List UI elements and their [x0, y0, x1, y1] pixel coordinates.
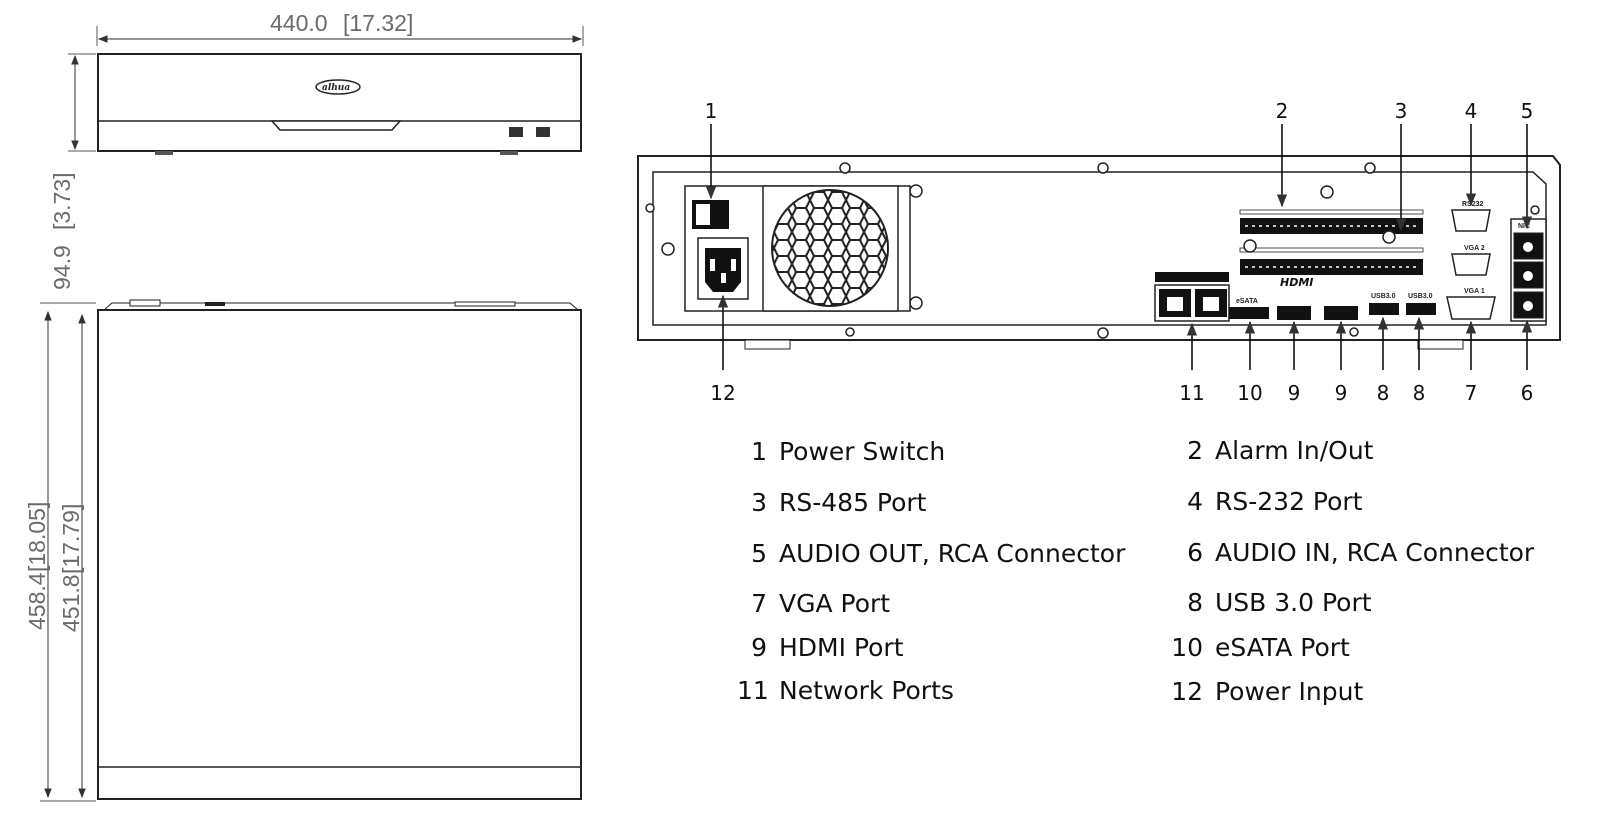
vga1-port [1446, 296, 1496, 320]
brand-logo [315, 79, 361, 95]
top-view: 458.4 [18.05] 451.8 [17.79] [24, 299, 582, 802]
depth-outer-dimension-inches: [18.05] [24, 502, 50, 572]
callout-4: 4 [1465, 99, 1478, 123]
vga1-label: VGA 1 [1464, 288, 1485, 295]
usb-port-2 [1406, 303, 1436, 315]
front-bezel-notch [270, 120, 402, 131]
top-panel [97, 309, 582, 800]
callout-8b: 8 [1413, 381, 1426, 405]
rs232-port [1451, 209, 1491, 232]
depth-inner-dimension-inches: [17.79] [58, 504, 84, 574]
height-dimension: 94.9 [49, 245, 75, 290]
callout-7: 7 [1465, 381, 1478, 405]
vga2-label: VGA 2 [1464, 245, 1485, 252]
usb-port-1 [1369, 303, 1399, 315]
width-dimension-inches: [17.32] [343, 10, 413, 36]
depth-inner-dimension: 451.8 [58, 574, 84, 632]
esata-port [1229, 307, 1269, 319]
usb-label-1: USB3.0 [1371, 293, 1396, 300]
callout-9b: 9 [1335, 381, 1348, 405]
callout-10: 10 [1237, 381, 1262, 405]
callout-numbers: 1 2 3 4 5 12 11 10 9 9 8 8 7 6 [705, 99, 1534, 405]
callout-9a: 9 [1288, 381, 1301, 405]
callout-1: 1 [705, 99, 718, 123]
rs232-label: RS232 [1462, 201, 1484, 208]
callout-12: 12 [710, 381, 735, 405]
callout-11: 11 [1179, 381, 1204, 405]
usb-label-2: USB3.0 [1408, 293, 1433, 300]
height-dimension-inches: [3.73] [49, 172, 75, 230]
brand-logo-text: alhua [322, 83, 350, 93]
rear-panel: HDMI RS232 VGA 2 VGA 1 NIC eSATA USB3.0 … [637, 155, 1561, 350]
hdmi-port-1 [1277, 306, 1311, 320]
callout-3: 3 [1395, 99, 1408, 123]
callout-6: 6 [1521, 381, 1534, 405]
hdmi-port-2 [1324, 306, 1358, 320]
front-usb-port-2 [536, 127, 550, 137]
callout-5: 5 [1521, 99, 1534, 123]
panel-screws [645, 162, 1540, 339]
alarm-terminal-blocks [1239, 209, 1424, 275]
callout-2: 2 [1276, 99, 1289, 123]
front-panel [97, 53, 582, 152]
front-view: 440.0 [17.32] alhua 94.9 [3.73] [49, 10, 584, 290]
vga2-port [1451, 253, 1491, 276]
hdmi-logo: HDMI [1280, 276, 1313, 289]
depth-outer-dimension: 458.4 [24, 572, 50, 630]
callout-8a: 8 [1377, 381, 1390, 405]
callout-lines [705, 124, 1533, 370]
esata-label: eSATA [1236, 298, 1258, 305]
width-dimension: 440.0 [270, 10, 328, 36]
nic-label: NIC [1518, 223, 1530, 230]
front-usb-port-1 [509, 127, 523, 137]
